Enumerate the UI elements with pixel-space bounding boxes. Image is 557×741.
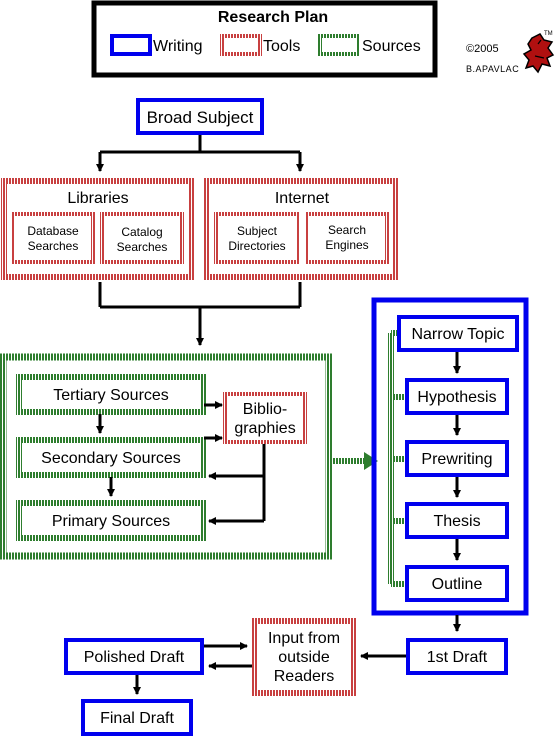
svg-text:Catalog: Catalog — [121, 225, 162, 239]
legend-writing-swatch — [110, 34, 152, 56]
svg-text:Polished Draft: Polished Draft — [84, 649, 185, 666]
svg-text:1st Draft: 1st Draft — [427, 649, 488, 666]
svg-text:Input from: Input from — [268, 630, 340, 647]
legend-sources-swatch — [318, 34, 360, 56]
libraries-label: Libraries — [67, 190, 128, 207]
svg-text:outside: outside — [278, 649, 330, 666]
svg-text:Primary Sources: Primary Sources — [52, 513, 170, 530]
svg-text:Outline: Outline — [432, 576, 483, 593]
svg-text:Broad Subject: Broad Subject — [147, 108, 254, 127]
svg-text:Directories: Directories — [228, 239, 285, 253]
svg-text:Secondary Sources: Secondary Sources — [41, 450, 181, 467]
broad-subject-connectors — [96, 135, 304, 172]
libraries-group: Libraries Database Searches Catalog Sear… — [1, 178, 195, 280]
internet-group: Internet Subject Directories Search Engi… — [203, 178, 399, 280]
bibliographies-node: Biblio- graphies — [223, 392, 307, 444]
sources-to-writing-connector — [332, 330, 407, 587]
logo-tm-mark: TM — [544, 31, 553, 37]
hypothesis-node: Hypothesis — [405, 378, 509, 415]
final-draft-node: Final Draft — [81, 699, 193, 736]
legend-writing-label: Writing — [153, 38, 203, 55]
svg-text:Searches: Searches — [117, 240, 168, 254]
svg-text:graphies: graphies — [234, 420, 295, 437]
catalog-searches-node: Catalog Searches — [100, 212, 184, 264]
svg-text:Searches: Searches — [28, 239, 79, 253]
primary-sources-node: Primary Sources — [16, 500, 206, 541]
svg-text:Thesis: Thesis — [433, 513, 480, 530]
tools-to-sources-connectors — [98, 282, 302, 346]
internet-label: Internet — [275, 190, 330, 207]
svg-text:Final Draft: Final Draft — [100, 710, 174, 727]
svg-text:Engines: Engines — [325, 238, 368, 252]
copyright-text: ©2005 — [466, 43, 499, 55]
sources-internal-connectors — [96, 401, 266, 525]
svg-text:Database: Database — [27, 224, 79, 238]
polished-draft-node: Polished Draft — [64, 638, 204, 675]
svg-text:Prewriting: Prewriting — [421, 451, 492, 468]
dragon-logo-icon: TM — [522, 31, 555, 74]
first-draft-node: 1st Draft — [406, 638, 508, 675]
database-searches-node: Database Searches — [11, 212, 95, 264]
svg-text:Hypothesis: Hypothesis — [417, 389, 496, 406]
legend-tools-label: Tools — [263, 38, 300, 55]
diagram-title: Research Plan — [218, 9, 328, 26]
prewriting-node: Prewriting — [405, 440, 509, 477]
narrow-topic-node: Narrow Topic — [397, 315, 519, 352]
outline-node: Outline — [405, 565, 509, 602]
svg-text:Readers: Readers — [274, 668, 334, 685]
thesis-node: Thesis — [405, 502, 509, 539]
svg-text:Biblio-: Biblio- — [243, 401, 287, 418]
legend-tools-swatch — [220, 34, 262, 56]
draft-connectors — [133, 642, 406, 695]
secondary-sources-node: Secondary Sources — [16, 437, 206, 478]
svg-text:Tertiary Sources: Tertiary Sources — [53, 387, 169, 404]
legend-box: Research Plan Writing Tools Sources — [91, 0, 438, 78]
svg-text:Narrow Topic: Narrow Topic — [411, 326, 504, 343]
broad-subject-node: Broad Subject — [136, 98, 264, 135]
legend-sources-label: Sources — [362, 38, 421, 55]
search-engines-node: Search Engines — [305, 212, 389, 264]
svg-text:Subject: Subject — [237, 224, 278, 238]
tertiary-sources-node: Tertiary Sources — [16, 374, 206, 415]
writing-group: Narrow Topic Hypothesis Prewriting Thesi… — [371, 297, 529, 616]
svg-text:Search: Search — [328, 223, 366, 237]
input-readers-node: Input from outside Readers — [251, 618, 357, 696]
author-signature: B.APAVLAC — [466, 64, 519, 74]
sources-group: Tertiary Sources Secondary Sources Prima… — [0, 353, 333, 560]
subject-directories-node: Subject Directories — [214, 212, 300, 264]
